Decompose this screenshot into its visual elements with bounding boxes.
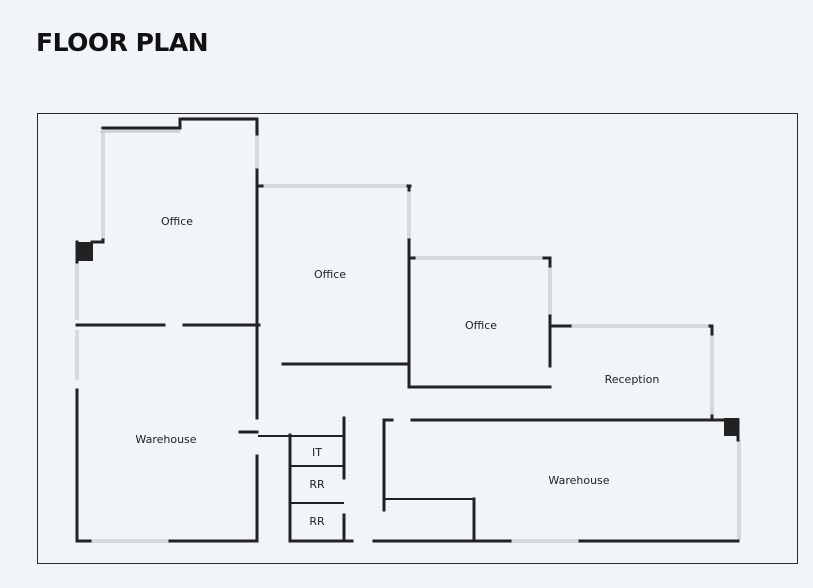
windows xyxy=(75,117,741,543)
room-label-office: Office xyxy=(161,215,193,228)
room-label-warehouse: Warehouse xyxy=(548,474,609,487)
structural-column xyxy=(76,242,93,261)
room-label-office: Office xyxy=(314,268,346,281)
structural-column xyxy=(724,418,739,436)
room-label-reception: Reception xyxy=(605,373,660,386)
room-labels: Office Office Office Reception Warehouse… xyxy=(135,215,659,528)
floor-plan-frame xyxy=(37,113,798,564)
room-label-restroom: RR xyxy=(309,478,325,491)
walls xyxy=(75,117,740,543)
room-label-it: IT xyxy=(312,446,322,459)
room-label-office: Office xyxy=(465,319,497,332)
page-title: FLOOR PLAN xyxy=(36,28,209,57)
room-label-warehouse: Warehouse xyxy=(135,433,196,446)
room-label-restroom: RR xyxy=(309,515,325,528)
